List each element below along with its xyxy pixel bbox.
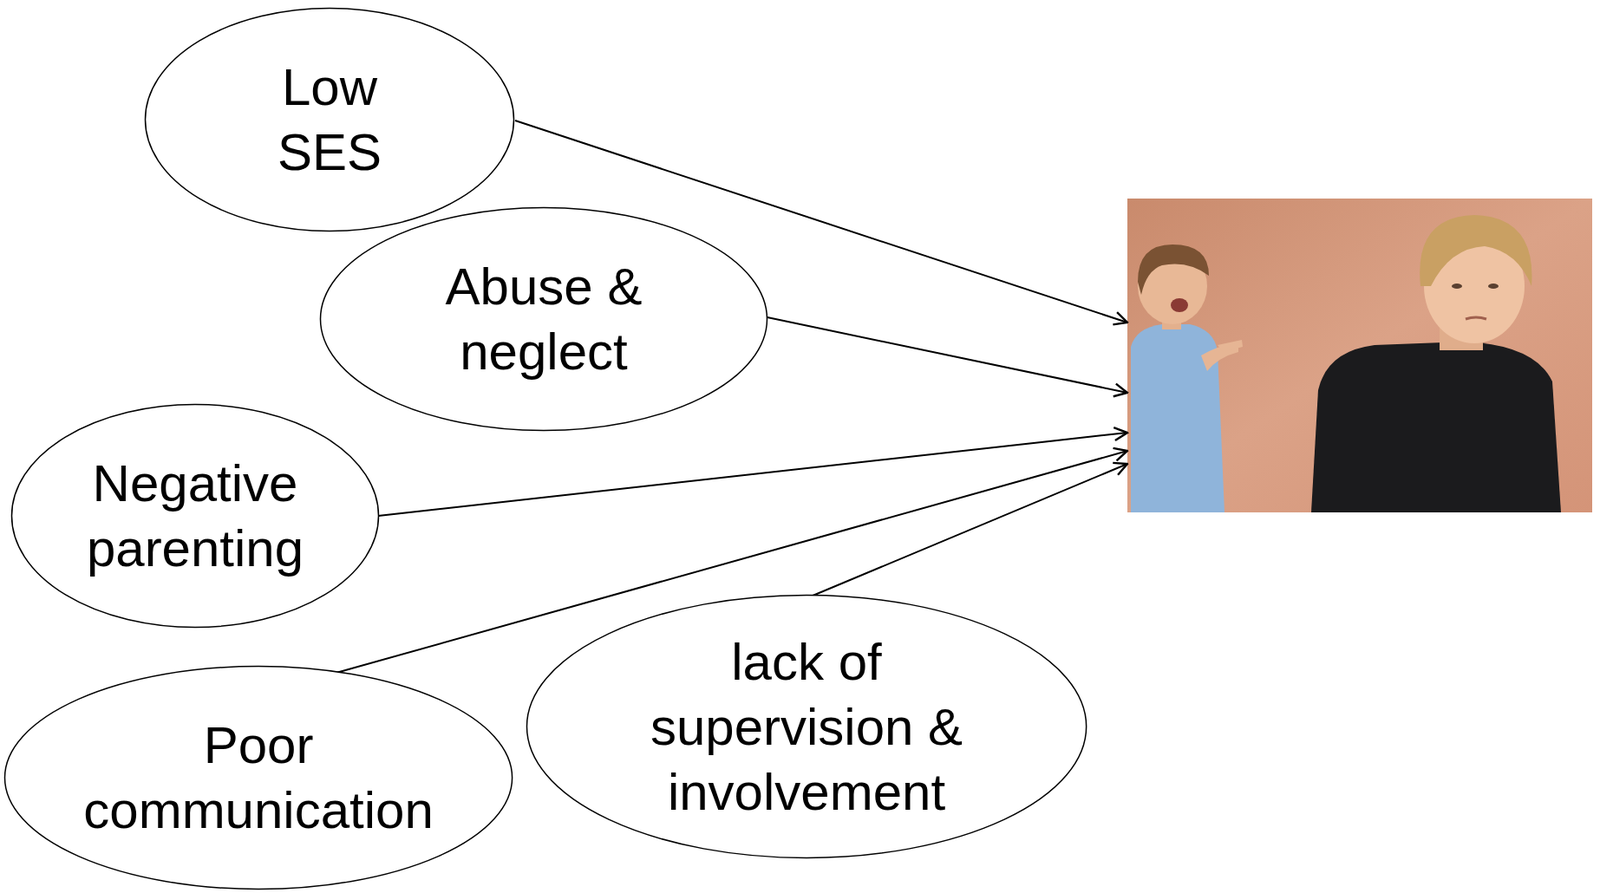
ellipse-node: lack of supervision & involvement: [525, 594, 1088, 860]
node-label: Abuse & neglect: [413, 254, 674, 385]
ellipse-shape: [145, 8, 515, 232]
black-shirt: [1311, 341, 1561, 513]
hair: [1137, 244, 1209, 295]
arrow-line: [806, 463, 1128, 599]
ellipse-outline: [319, 206, 769, 432]
wall-background: [1127, 198, 1593, 513]
ellipse-node: Abuse & neglect: [319, 206, 769, 432]
arrow-line: [763, 316, 1128, 393]
label-wrap: Poor communication: [3, 665, 514, 891]
ellipse-node: Negative parenting: [10, 403, 380, 629]
label-wrap: Low SES: [143, 6, 516, 233]
arrow-line: [378, 432, 1128, 516]
pointing-hand: [1217, 339, 1243, 353]
mouth: [1465, 317, 1487, 320]
ellipse-shape: [12, 404, 379, 628]
node-label: lack of supervision & involvement: [637, 629, 976, 825]
node-label: Low SES: [234, 54, 425, 185]
label-wrap: Negative parenting: [10, 403, 380, 629]
ellipse-outline: [10, 403, 380, 629]
node-label: Negative parenting: [65, 450, 326, 582]
open-mouth: [1170, 298, 1189, 313]
ellipse-shape: [526, 595, 1086, 859]
ellipse-outline: [143, 6, 516, 233]
eye: [1451, 283, 1463, 289]
node-label: Poor communication: [67, 712, 450, 843]
ellipse-shape: [320, 208, 768, 432]
label-wrap: Abuse & neglect: [319, 206, 769, 432]
eye: [1488, 283, 1499, 289]
hair: [1419, 215, 1532, 287]
ellipse-node: Low SES: [143, 6, 516, 233]
ellipse-node: Poor communication: [3, 665, 514, 891]
ellipse-outline: [3, 665, 514, 891]
ellipse-shape: [4, 666, 512, 890]
label-wrap: lack of supervision & involvement: [525, 594, 1088, 860]
